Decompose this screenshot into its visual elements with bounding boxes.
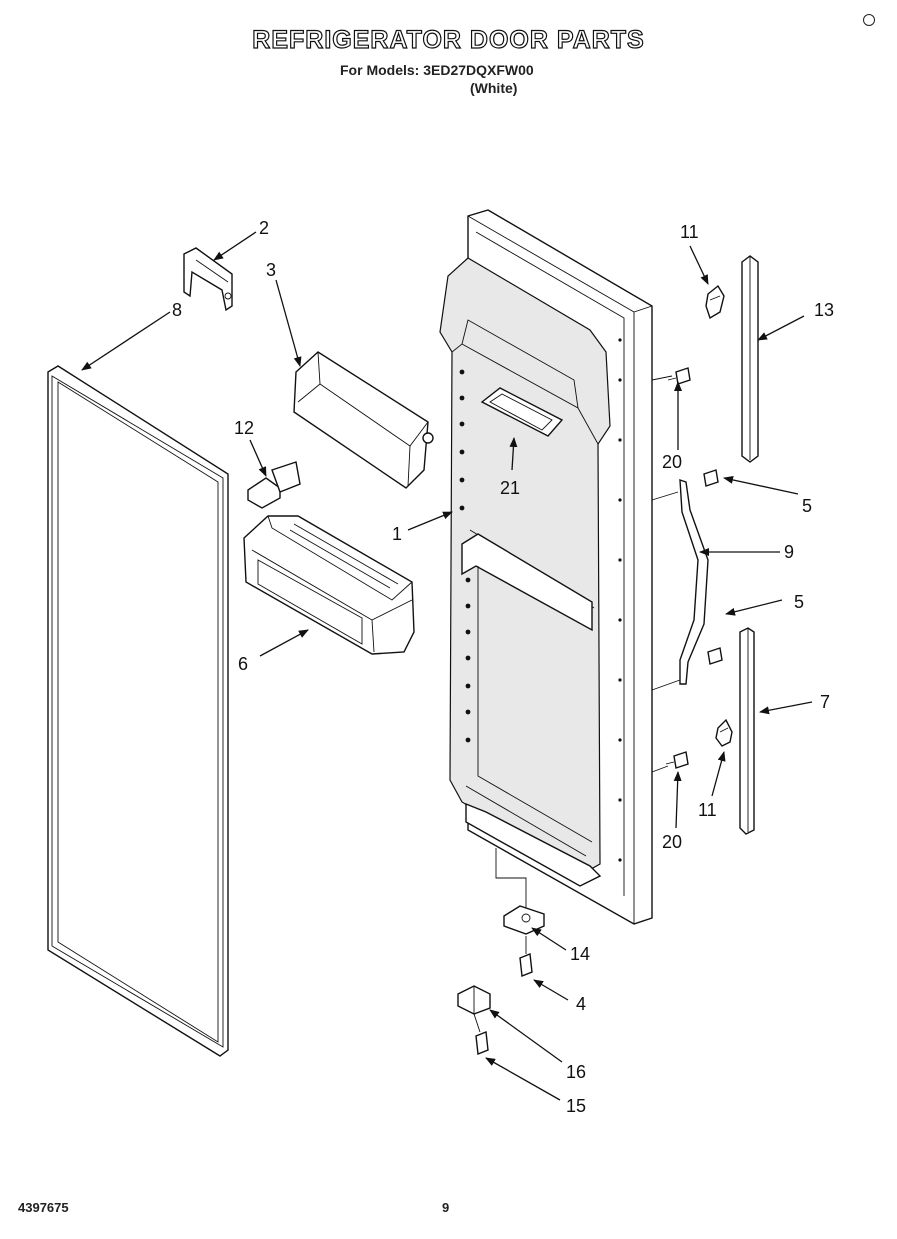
handle-screw-bottom xyxy=(707,647,723,665)
document-number: 4397675 xyxy=(18,1200,69,1215)
hinge-block xyxy=(457,985,491,1015)
butter-tray xyxy=(480,387,564,437)
screw-bottom xyxy=(665,751,689,769)
door-liner-holes xyxy=(459,338,622,862)
callout-20-bottom: 20 xyxy=(662,832,682,852)
clip xyxy=(247,461,301,509)
guide-lines xyxy=(473,375,681,1033)
callout-13: 13 xyxy=(814,300,834,320)
door-bin xyxy=(243,515,415,655)
trim-strip-bottom xyxy=(739,627,755,835)
door-gasket xyxy=(47,365,229,1057)
callout-9: 9 xyxy=(784,542,794,562)
callout-11-top: 11 xyxy=(680,222,699,242)
callout-2: 2 xyxy=(259,218,269,238)
callout-6: 6 xyxy=(238,654,248,674)
hinge-block-screw xyxy=(475,1031,489,1055)
model-subtitle: For Models: 3ED27DQXFW00 xyxy=(340,62,534,78)
callout-3: 3 xyxy=(266,260,276,280)
callout-21: 21 xyxy=(500,478,520,498)
hinge-screw xyxy=(519,953,533,977)
callout-15: 15 xyxy=(566,1096,586,1116)
callout-5-bottom: 5 xyxy=(794,592,804,612)
bracket xyxy=(183,247,233,312)
refrigerator-door xyxy=(439,209,653,925)
callout-12: 12 xyxy=(234,418,254,438)
callout-8: 8 xyxy=(172,300,182,320)
color-note: (White) xyxy=(470,80,518,96)
callout-16: 16 xyxy=(566,1062,586,1082)
callout-14: 14 xyxy=(570,944,590,964)
leader-arrows xyxy=(81,231,813,1101)
door-handle xyxy=(679,479,709,685)
page-number: 9 xyxy=(442,1200,450,1215)
callout-20-top: 20 xyxy=(662,452,682,472)
page-title: REFRIGERATOR DOOR PARTS xyxy=(252,25,645,54)
handle-screw-top xyxy=(703,469,719,487)
shelf-cover xyxy=(293,351,434,489)
hinge xyxy=(503,905,545,935)
callout-5-top: 5 xyxy=(802,496,812,516)
callout-labels: 2 3 8 12 1 6 21 11 13 20 5 9 5 7 11 20 1… xyxy=(172,218,834,1116)
end-cap-bottom xyxy=(715,718,733,747)
screw-top xyxy=(667,367,691,385)
trim-strip-top xyxy=(741,255,759,463)
callout-11-bottom: 11 xyxy=(698,800,717,820)
callout-4: 4 xyxy=(576,994,586,1014)
corner-circle-mark xyxy=(863,14,875,26)
end-cap-top xyxy=(705,284,725,320)
callout-1: 1 xyxy=(392,524,402,544)
callout-7: 7 xyxy=(820,692,830,712)
